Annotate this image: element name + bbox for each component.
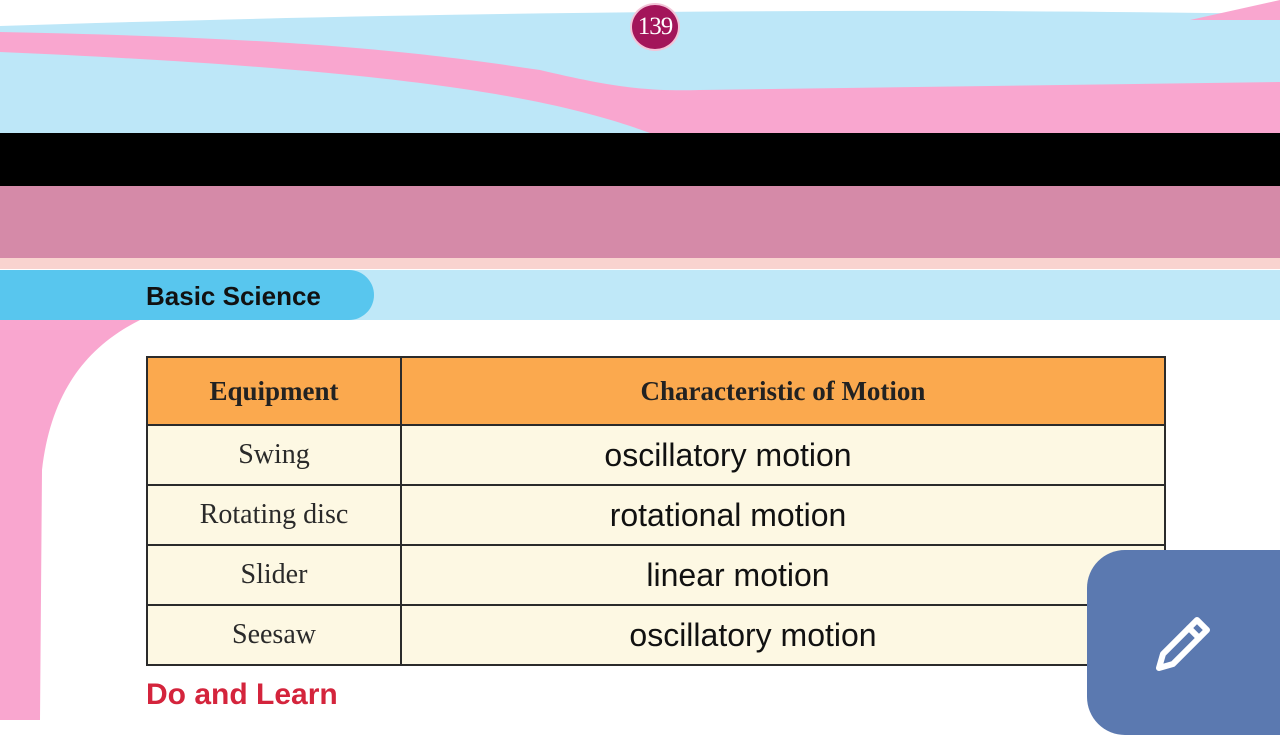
table-header-row: Equipment Characteristic of Motion bbox=[146, 356, 1166, 426]
equipment-cell: Slider bbox=[146, 544, 402, 606]
header-equipment: Equipment bbox=[146, 356, 402, 426]
equipment-cell: Seesaw bbox=[146, 604, 402, 666]
edit-fab-button[interactable] bbox=[1087, 550, 1280, 735]
subject-tab bbox=[0, 270, 374, 320]
header-characteristic: Characteristic of Motion bbox=[400, 356, 1166, 426]
table-row: Slider linear motion bbox=[146, 544, 1166, 606]
motion-cell: oscillatory motion bbox=[400, 604, 1166, 666]
equipment-cell: Swing bbox=[146, 424, 402, 486]
motion-table: Equipment Characteristic of Motion Swing… bbox=[146, 356, 1166, 666]
do-and-learn-heading: Do and Learn bbox=[146, 678, 338, 711]
table-row: Swing oscillatory motion bbox=[146, 424, 1166, 486]
peach-divider bbox=[0, 258, 1280, 269]
equipment-cell: Rotating disc bbox=[146, 484, 402, 546]
subject-title: Basic Science bbox=[146, 281, 321, 311]
pencil-icon bbox=[1156, 617, 1210, 671]
table-row: Rotating disc rotational motion bbox=[146, 484, 1166, 546]
mauve-band bbox=[0, 186, 1280, 258]
black-band bbox=[0, 133, 1280, 186]
motion-cell: rotational motion bbox=[400, 484, 1166, 546]
page-number-badge: 139 bbox=[630, 3, 680, 51]
table-row: Seesaw oscillatory motion bbox=[146, 604, 1166, 666]
motion-cell: oscillatory motion bbox=[400, 424, 1166, 486]
motion-cell: linear motion bbox=[400, 544, 1166, 606]
